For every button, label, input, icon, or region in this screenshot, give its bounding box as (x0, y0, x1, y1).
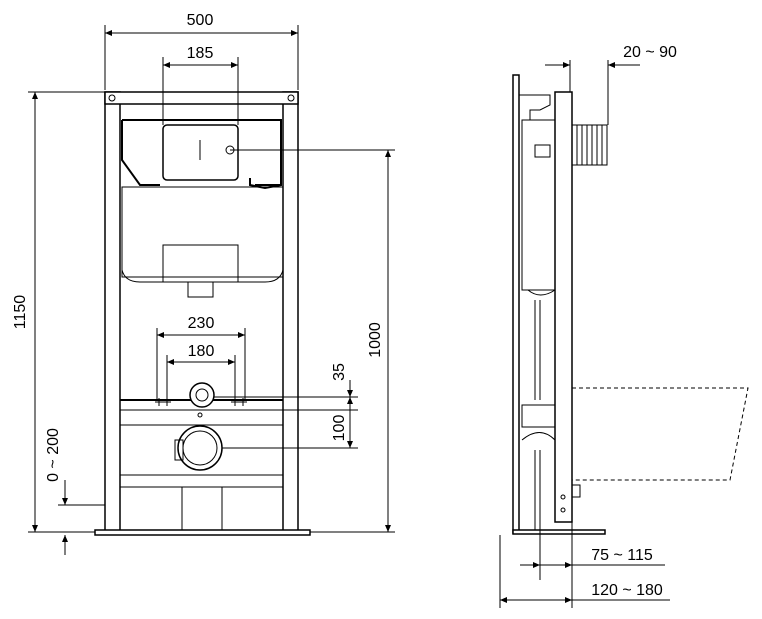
dim-500: 500 (187, 12, 214, 29)
side-dimensions: 20 ~ 90 75 ~ 115 120 ~ 180 (499, 44, 677, 608)
dim-120-180: 120 ~ 180 (591, 582, 663, 599)
dim-20-90: 20 ~ 90 (623, 44, 677, 61)
dim-35: 35 (331, 363, 348, 381)
dim-75-115: 75 ~ 115 (591, 547, 653, 564)
front-dimensions: 500 185 1150 1000 230 180 35 100 0 ~ 200 (12, 12, 395, 555)
dim-230: 230 (188, 315, 215, 332)
dim-1150: 1150 (12, 295, 29, 330)
front-view (94, 91, 311, 536)
side-view (512, 74, 749, 535)
dim-180: 180 (188, 343, 215, 360)
dim-185: 185 (187, 45, 214, 62)
dim-0-200: 0 ~ 200 (45, 428, 62, 482)
dim-1000: 1000 (367, 322, 384, 358)
dim-100: 100 (331, 415, 348, 442)
